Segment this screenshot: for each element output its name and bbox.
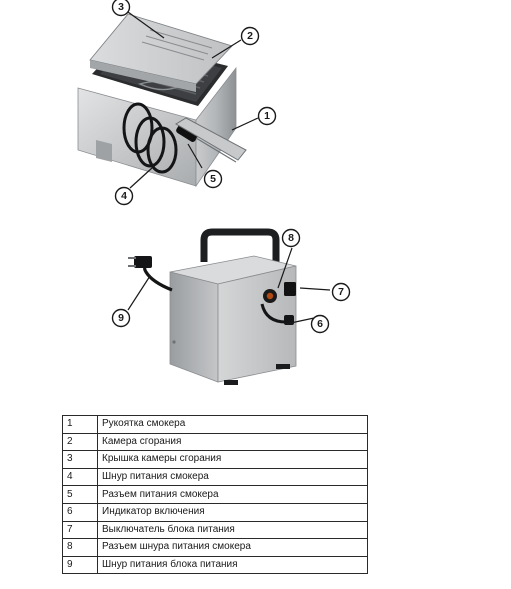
part-label: Рукоятка смокера	[97, 415, 368, 434]
part-number: 1	[62, 415, 98, 434]
svg-text:2: 2	[247, 30, 253, 42]
callout-2: 2	[240, 26, 260, 46]
table-row: 4 Шнур питания смокера	[62, 467, 368, 487]
svg-text:1: 1	[264, 110, 270, 122]
part-number: 7	[62, 520, 98, 540]
table-row: 2 Камера сгорания	[62, 432, 368, 452]
callout-9: 9	[111, 308, 131, 328]
svg-text:4: 4	[121, 190, 127, 202]
part-label: Шнур питания блока питания	[97, 555, 368, 575]
part-number: 6	[62, 502, 98, 522]
table-row: 9 Шнур питания блока питания	[62, 555, 368, 575]
part-number: 9	[62, 555, 98, 575]
part-label: Разъем шнура питания смокера	[97, 538, 368, 557]
callout-8: 8	[281, 228, 301, 248]
callout-1: 1	[257, 106, 277, 126]
table-row: 6 Индикатор включения	[62, 502, 368, 522]
part-number: 2	[62, 432, 98, 452]
svg-text:3: 3	[118, 1, 124, 13]
product-illustration: 1 2 3 4 5 6 7 8 9	[77, 0, 351, 385]
power-unit-illustration	[128, 228, 297, 385]
svg-text:9: 9	[118, 312, 124, 324]
part-number: 5	[62, 485, 98, 504]
table-row: 3 Крышка камеры сгорания	[62, 450, 368, 469]
callout-7: 7	[331, 282, 351, 302]
part-label: Выключатель блока питания	[97, 520, 368, 540]
svg-text:7: 7	[338, 286, 344, 298]
part-label: Шнур питания смокера	[97, 467, 368, 487]
part-label: Камера сгорания	[97, 432, 368, 452]
part-number: 8	[62, 538, 98, 557]
part-label: Крышка камеры сгорания	[97, 450, 368, 469]
part-number: 3	[62, 450, 98, 469]
svg-text:6: 6	[317, 318, 323, 330]
table-row: 1 Рукоятка смокера	[62, 415, 368, 434]
part-number: 4	[62, 467, 98, 487]
callout-6: 6	[310, 314, 330, 334]
svg-text:5: 5	[210, 173, 216, 185]
svg-text:8: 8	[288, 232, 294, 244]
parts-legend-table: 1 Рукоятка смокера 2 Камера сгорания 3 К…	[62, 415, 368, 575]
callout-4: 4	[114, 186, 134, 206]
part-label: Разъем питания смокера	[97, 485, 368, 504]
smoker-illustration	[77, 13, 247, 188]
table-row: 5 Разъем питания смокера	[62, 485, 368, 504]
table-row: 8 Разъем шнура питания смокера	[62, 538, 368, 557]
callout-3: 3	[111, 0, 131, 17]
callout-5: 5	[203, 169, 223, 189]
table-row: 7 Выключатель блока питания	[62, 520, 368, 540]
part-label: Индикатор включения	[97, 502, 368, 522]
